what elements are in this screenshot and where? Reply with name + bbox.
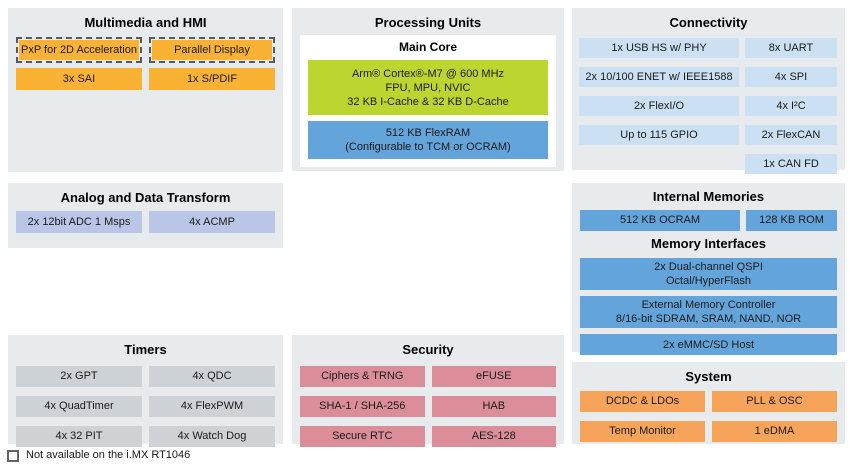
qspi-line-1: 2x Dual-channel QSPI bbox=[654, 261, 763, 273]
panel-title-timers: Timers bbox=[124, 342, 167, 357]
block-parallel-display: Parallel Display bbox=[149, 37, 275, 63]
panel-system: System DCDC & LDOs PLL & OSC Temp Monito… bbox=[572, 362, 845, 444]
block-ciphers-trng: Ciphers & TRNG bbox=[300, 366, 425, 387]
block-qdc: 4x QDC bbox=[149, 366, 275, 387]
block-i2c: 4x I²C bbox=[745, 96, 837, 116]
legend: Not available on the i.MX RT1046 bbox=[7, 449, 190, 462]
block-gpio: Up to 115 GPIO bbox=[579, 125, 739, 145]
block-flexcan: 2x FlexCAN bbox=[745, 125, 837, 145]
block-flexio: 2x FlexI/O bbox=[579, 96, 739, 116]
block-rom: 128 KB ROM bbox=[746, 210, 837, 231]
panel-title-internal-memories: Internal Memories bbox=[652, 189, 765, 204]
block-uart: 8x UART bbox=[745, 38, 837, 58]
block-qspi: 2x Dual-channel QSPI Octal/HyperFlash bbox=[580, 258, 837, 290]
memories-body: 512 KB OCRAM 128 KB ROM Memory Interface… bbox=[572, 210, 845, 355]
emc-line-2: 8/16-bit SDRAM, SRAM, NAND, NOR bbox=[615, 313, 802, 325]
block-label: Parallel Display bbox=[152, 40, 272, 60]
block-flexpwm: 4x FlexPWM bbox=[149, 396, 275, 417]
core-line-3: 32 KB I-Cache & 32 KB D-Cache bbox=[347, 95, 509, 108]
core-line-1: Arm® Cortex®-M7 @ 600 MHz bbox=[351, 67, 505, 80]
block-hab: HAB bbox=[431, 396, 556, 417]
block-enet: 2x 10/100 ENET w/ IEEE1588 bbox=[579, 67, 739, 87]
block-edma: 1 eDMA bbox=[712, 421, 837, 442]
block-aes: AES-128 bbox=[431, 426, 556, 447]
internal-memories-row: 512 KB OCRAM 128 KB ROM bbox=[580, 210, 837, 231]
legend-text: Not available on the i.MX RT1046 bbox=[26, 449, 191, 461]
block-canfd: 1x CAN FD bbox=[745, 154, 837, 174]
panel-title-processing: Processing Units bbox=[374, 15, 482, 30]
block-sai: 3x SAI bbox=[16, 68, 142, 90]
block-secure-rtc: Secure RTC bbox=[300, 426, 425, 447]
connectivity-right-column: 8x UART 4x SPI 4x I²C 2x FlexCAN 1x CAN … bbox=[745, 38, 837, 174]
block-pll-osc: PLL & OSC bbox=[712, 391, 837, 412]
block-usb: 1x USB HS w/ PHY bbox=[579, 38, 739, 58]
main-core-subpanel: Main Core Arm® Cortex®-M7 @ 600 MHz FPU,… bbox=[300, 35, 556, 167]
panel-connectivity: Connectivity 1x USB HS w/ PHY 2x 10/100 … bbox=[572, 8, 845, 174]
connectivity-left-column: 1x USB HS w/ PHY 2x 10/100 ENET w/ IEEE1… bbox=[579, 38, 739, 174]
panel-title-memory-interfaces: Memory Interfaces bbox=[651, 236, 766, 251]
block-adc: 2x 12bit ADC 1 Msps bbox=[16, 211, 142, 233]
panel-title-connectivity: Connectivity bbox=[669, 15, 748, 30]
block-acmp: 4x ACMP bbox=[149, 211, 275, 233]
flexram-line-1: 512 KB FlexRAM bbox=[385, 127, 471, 139]
emmc-line-1: 2x eMMC/SD Host bbox=[662, 338, 755, 351]
timers-grid: 2x GPT 4x QDC 4x QuadTimer 4x FlexPWM 4x… bbox=[8, 358, 283, 447]
core-line-2: FPU, MPU, NVIC bbox=[385, 81, 471, 94]
emc-line-1: External Memory Controller bbox=[641, 299, 776, 311]
block-efuse: eFUSE bbox=[431, 366, 556, 387]
panel-title-system: System bbox=[685, 369, 732, 384]
block-ocram: 512 KB OCRAM bbox=[580, 210, 740, 231]
panel-security: Security Ciphers & TRNG eFUSE SHA-1 / SH… bbox=[292, 335, 564, 447]
connectivity-grid: 1x USB HS w/ PHY 2x 10/100 ENET w/ IEEE1… bbox=[572, 31, 845, 174]
block-emmc-sd-host: 2x eMMC/SD Host bbox=[580, 334, 837, 355]
block-pxp-2d-acceleration: PxP for 2D Acceleration bbox=[16, 37, 142, 63]
block-flexram: 512 KB FlexRAM (Configurable to TCM or O… bbox=[308, 121, 548, 159]
panel-timers: Timers 2x GPT 4x QDC 4x QuadTimer 4x Fle… bbox=[8, 335, 283, 447]
analog-grid: 2x 12bit ADC 1 Msps 4x ACMP bbox=[8, 206, 283, 233]
panel-title-security: Security bbox=[402, 342, 454, 357]
block-spi: 4x SPI bbox=[745, 67, 837, 87]
block-gpt: 2x GPT bbox=[16, 366, 142, 387]
block-watchdog: 4x Watch Dog bbox=[149, 426, 275, 447]
block-quadtimer: 4x QuadTimer bbox=[16, 396, 142, 417]
multimedia-grid: PxP for 2D Acceleration Parallel Display… bbox=[8, 31, 283, 90]
block-external-memory-controller: External Memory Controller 8/16-bit SDRA… bbox=[580, 296, 837, 328]
main-core-title: Main Core bbox=[398, 40, 457, 54]
system-grid: DCDC & LDOs PLL & OSC Temp Monitor 1 eDM… bbox=[572, 385, 845, 442]
block-pit: 4x 32 PIT bbox=[16, 426, 142, 447]
dashed-box-icon bbox=[7, 449, 19, 462]
panel-memories: Internal Memories 512 KB OCRAM 128 KB RO… bbox=[572, 183, 845, 355]
panel-analog-data-transform: Analog and Data Transform 2x 12bit ADC 1… bbox=[8, 183, 283, 248]
block-cortex-m7: Arm® Cortex®-M7 @ 600 MHz FPU, MPU, NVIC… bbox=[308, 60, 548, 115]
panel-processing-units: Processing Units Main Core Arm® Cortex®-… bbox=[292, 8, 564, 171]
block-sha: SHA-1 / SHA-256 bbox=[300, 396, 425, 417]
qspi-line-2: Octal/HyperFlash bbox=[666, 275, 751, 287]
security-grid: Ciphers & TRNG eFUSE SHA-1 / SHA-256 HAB… bbox=[292, 358, 564, 447]
block-temp-monitor: Temp Monitor bbox=[580, 421, 705, 442]
panel-multimedia-hmi: Multimedia and HMI PxP for 2D Accelerati… bbox=[8, 8, 283, 172]
block-spdif: 1x S/PDIF bbox=[149, 68, 275, 90]
block-dcdc-ldos: DCDC & LDOs bbox=[580, 391, 705, 412]
panel-title-multimedia: Multimedia and HMI bbox=[84, 15, 207, 30]
panel-title-analog: Analog and Data Transform bbox=[60, 190, 231, 205]
flexram-line-2: (Configurable to TCM or OCRAM) bbox=[345, 141, 511, 153]
block-label: PxP for 2D Acceleration bbox=[19, 40, 139, 60]
